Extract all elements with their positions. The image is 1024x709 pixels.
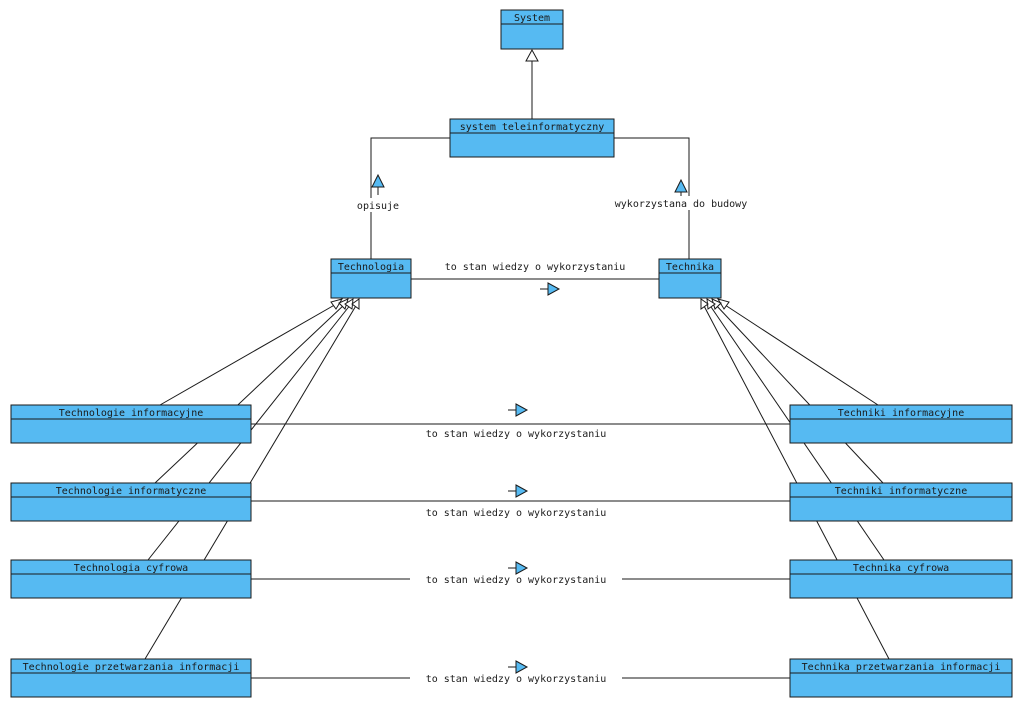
class-technika[interactable]: Technika bbox=[658, 258, 722, 299]
class-techniki-informacyjne[interactable]: Techniki informacyjne bbox=[789, 404, 1013, 444]
gen-line-tk-prz bbox=[702, 303, 890, 660]
gen-arrow-system bbox=[525, 48, 539, 62]
class-system[interactable]: System bbox=[500, 9, 564, 50]
dir-arrow-opisuje bbox=[371, 173, 385, 188]
class-tech-inf-name: Technologie informacyjne bbox=[59, 408, 204, 419]
class-system-name: System bbox=[514, 13, 550, 24]
gen-arrow-technika-4 bbox=[700, 298, 709, 310]
dir-arrow-row4 bbox=[508, 660, 529, 674]
class-tk-infm-name: Techniki informatyczne bbox=[835, 486, 967, 497]
class-tech-infm-name: Technologie informatyczne bbox=[56, 486, 207, 497]
class-tech-prz-name: Technologie przetwarzania informacji bbox=[23, 662, 240, 673]
class-tk-cyf-name: Technika cyfrowa bbox=[853, 563, 949, 574]
dir-arrow-main bbox=[540, 282, 561, 296]
line-technologia-tele bbox=[370, 137, 450, 259]
label-row3-association: to stan wiedzy o wykorzystaniu bbox=[426, 575, 607, 586]
arrowheads bbox=[330, 48, 730, 674]
label-opisuje: opisuje bbox=[357, 201, 399, 212]
class-tech-cyf-name: Technologia cyfrowa bbox=[74, 563, 188, 574]
class-technika-cyfrowa[interactable]: Technika cyfrowa bbox=[789, 559, 1013, 599]
class-tk-prz-name: Technika przetwarzania informacji bbox=[802, 662, 1001, 673]
class-tele-name: system teleinformatyczny bbox=[460, 122, 605, 133]
dir-arrow-row2 bbox=[508, 484, 529, 498]
gen-line-tk-inf bbox=[721, 302, 879, 406]
gen-arrow-technologia-4 bbox=[351, 298, 360, 310]
class-technologia-cyfrowa[interactable]: Technologia cyfrowa bbox=[10, 559, 252, 599]
gen-line-tech-infm bbox=[154, 303, 346, 484]
class-technologia-name: Technologia bbox=[338, 262, 404, 273]
dir-arrow-row3 bbox=[508, 561, 529, 575]
label-row1-association: to stan wiedzy o wykorzystaniu bbox=[426, 429, 607, 440]
dir-arrow-budowy bbox=[674, 178, 688, 193]
class-technologie-przetwarzania-informacji[interactable]: Technologie przetwarzania informacji bbox=[10, 658, 252, 698]
gen-arrow-technologia-1 bbox=[330, 298, 344, 310]
class-techniki-informatyczne[interactable]: Techniki informatyczne bbox=[789, 482, 1013, 522]
line-technika-tele bbox=[614, 137, 690, 259]
dir-arrow-row1 bbox=[508, 403, 529, 417]
relation-labels: opisuje wykorzystana do budowy to stan w… bbox=[352, 196, 755, 685]
gen-arrow-technika-1 bbox=[716, 298, 730, 310]
class-tk-inf-name: Techniki informacyjne bbox=[838, 408, 964, 419]
class-technologie-informatyczne[interactable]: Technologie informatyczne bbox=[10, 482, 252, 522]
class-technologie-informacyjne[interactable]: Technologie informacyjne bbox=[10, 404, 252, 444]
gen-line-tk-infm bbox=[714, 303, 884, 484]
class-technika-name: Technika bbox=[666, 262, 714, 273]
gen-line-tech-inf bbox=[159, 302, 339, 406]
label-main-association: to stan wiedzy o wykorzystaniu bbox=[445, 262, 626, 273]
class-technologia[interactable]: Technologia bbox=[330, 258, 412, 299]
label-bg-budowy bbox=[607, 196, 755, 210]
label-row4-association: to stan wiedzy o wykorzystaniu bbox=[426, 674, 607, 685]
class-system-teleinformatyczny[interactable]: system teleinformatyczny bbox=[449, 118, 615, 158]
label-row2-association: to stan wiedzy o wykorzystaniu bbox=[426, 508, 607, 519]
gen-line-tech-prz bbox=[144, 303, 358, 660]
label-wykorzystana-do-budowy: wykorzystana do budowy bbox=[615, 199, 747, 210]
label-bg-opisuje bbox=[352, 198, 404, 212]
class-technika-przetwarzania-informacji[interactable]: Technika przetwarzania informacji bbox=[789, 658, 1013, 698]
